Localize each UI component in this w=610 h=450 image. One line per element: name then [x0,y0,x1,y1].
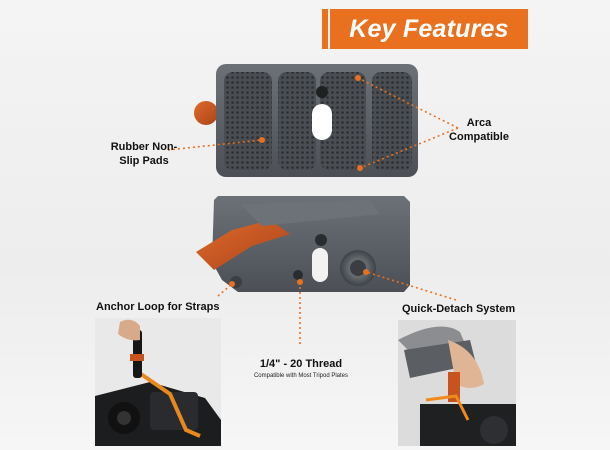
banner-accent [322,9,328,49]
grip-pad-center [278,72,316,170]
callout-lines [167,77,459,344]
page-title: Key Features [330,9,528,49]
inset-detach-photo [398,320,516,446]
clamp-base [196,196,410,292]
label-pads: Rubber Non-Slip Pads [110,141,178,167]
label-thread-sub: Compatible with Most Tripod Plates [253,373,349,379]
grip-pad-mid [320,72,366,170]
label-arca: Arca Compatible [449,117,509,143]
callout-dots [229,75,369,287]
label-anchor: Anchor Loop for Straps [96,301,220,313]
inset-anchor-photo [95,318,221,446]
thread-slot [312,248,328,282]
release-lever-knob [194,101,218,125]
label-detach: Quick-Detach System [402,303,516,315]
screw-head [316,86,328,98]
screw-slot [312,104,332,140]
label-thread: 1/4" - 20 Thread [259,358,343,370]
grip-pad-left [224,72,272,170]
top-plate [194,64,418,177]
clamp-lever [196,220,290,270]
grip-pad-right [372,72,412,170]
